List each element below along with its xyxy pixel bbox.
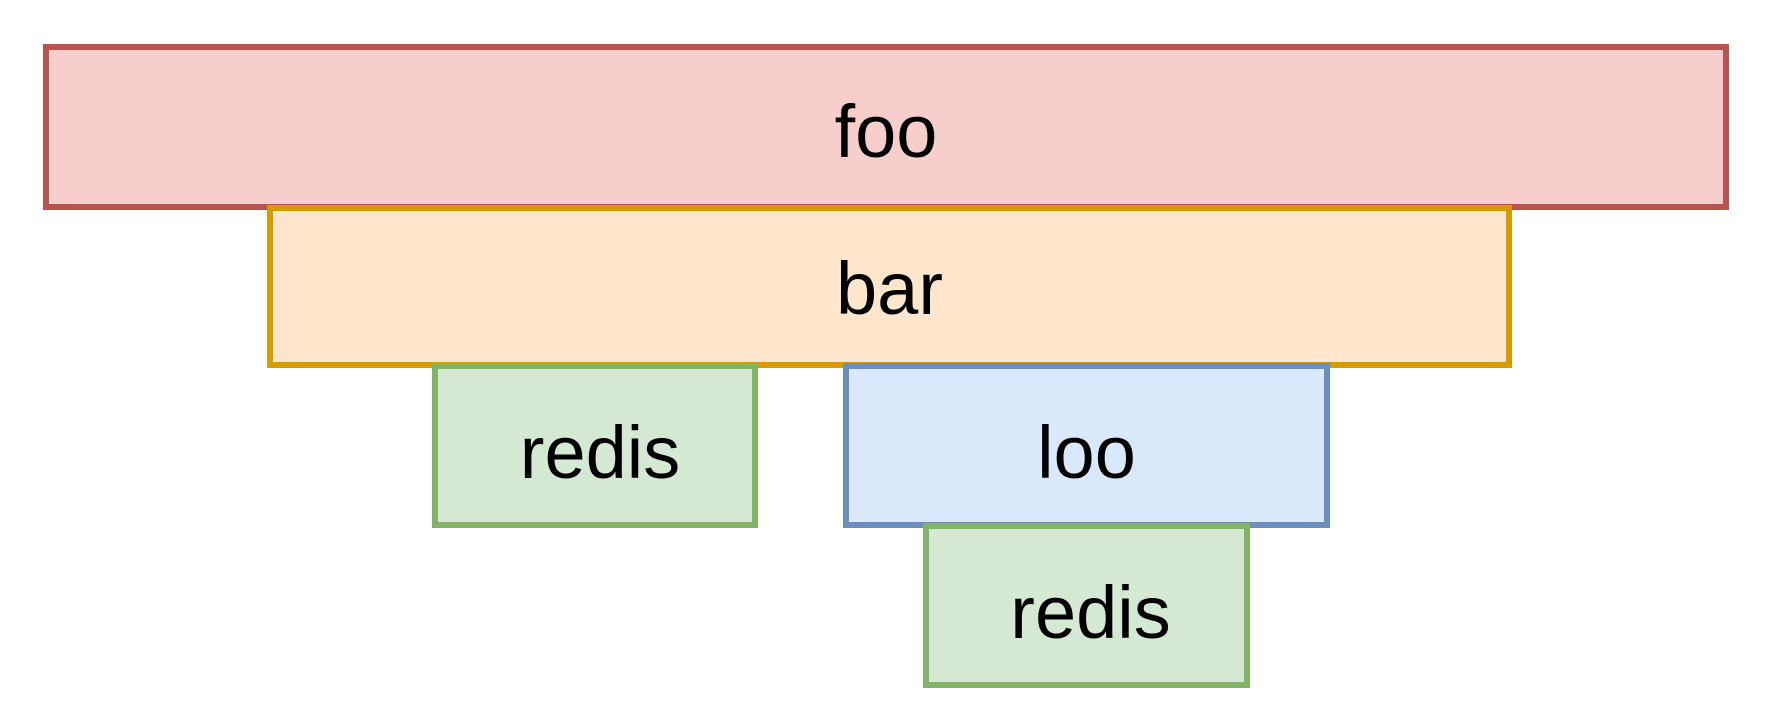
frame-loo: loo: [843, 363, 1330, 528]
frame-redis-under-loo: redis: [923, 523, 1250, 688]
frame-bar: bar: [267, 205, 1512, 368]
frame-foo: foo: [43, 44, 1729, 210]
frame-loo-label: loo: [1037, 410, 1136, 494]
frame-redis-under-bar: redis: [432, 363, 758, 528]
frame-redis-under-bar-label: redis: [519, 410, 681, 494]
frame-bar-label: bar: [836, 246, 943, 330]
frame-redis-under-loo-label: redis: [1010, 570, 1171, 654]
frame-foo-label: foo: [834, 90, 938, 173]
